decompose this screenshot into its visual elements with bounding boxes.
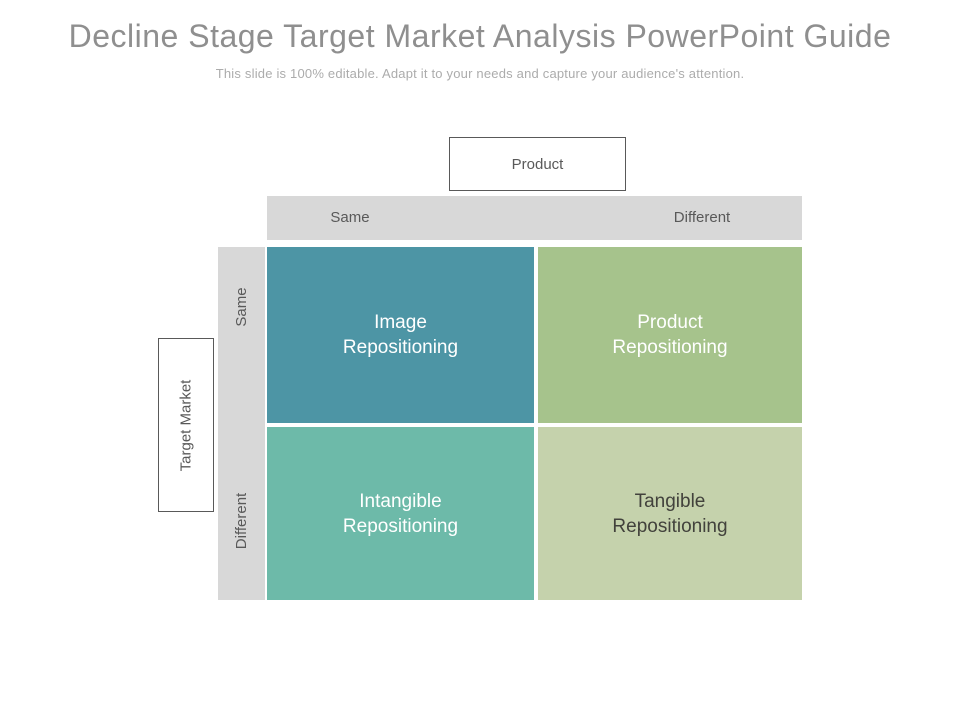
row-header-same: Same <box>233 287 250 327</box>
page-title: Decline Stage Target Market Analysis Pow… <box>68 18 892 54</box>
quadrant-label: Intangible Repositioning <box>342 490 459 537</box>
quadrant-label: Image Repositioning <box>342 312 459 358</box>
target-market-axis-box: Target Market <box>158 338 214 512</box>
quadrant-product-repositioning: Product Repositioning <box>538 247 802 423</box>
quadrant-tangible-repositioning: Tangible Repositioning <box>538 427 802 600</box>
row-header-bar: Same Different <box>218 247 265 600</box>
product-axis-box: Product <box>449 137 626 191</box>
quadrant-image-repositioning: Image Repositioning <box>267 247 534 423</box>
quadrant-label: Tangible Repositioning <box>612 490 728 537</box>
column-header-same: Same <box>330 209 370 226</box>
target-market-axis-label: Target Market <box>177 379 195 471</box>
product-axis-label: Product <box>511 155 564 173</box>
quadrant-intangible-repositioning: Intangible Repositioning <box>267 427 534 600</box>
quadrant-label: Product Repositioning <box>612 312 728 358</box>
column-header-different: Different <box>673 209 731 226</box>
row-header-different: Different <box>233 492 250 550</box>
column-header-bar: Same Different <box>267 196 802 240</box>
page-subtitle: This slide is 100% editable. Adapt it to… <box>215 66 745 81</box>
